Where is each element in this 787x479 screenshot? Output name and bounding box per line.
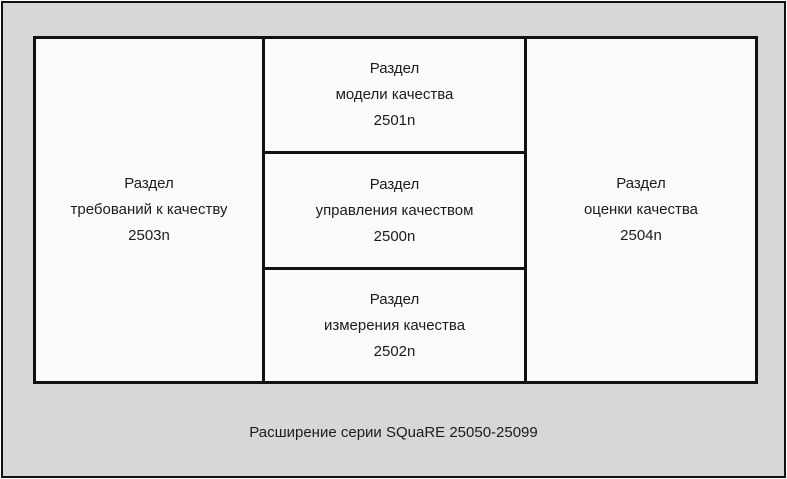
division-code: 2500n bbox=[373, 227, 416, 245]
division-name: оценки качества bbox=[583, 201, 699, 218]
quality-requirements-division: Раздел требований к качеству 2503n bbox=[36, 39, 265, 381]
division-code: 2503n bbox=[128, 227, 170, 244]
extension-series-label: Расширение серии SQuaRE 25050-25099 bbox=[249, 424, 538, 441]
division-name: измерения качества bbox=[323, 316, 466, 334]
division-title: Раздел bbox=[369, 175, 420, 193]
division-name: управления качеством bbox=[315, 201, 474, 219]
division-code: 2501n bbox=[373, 112, 416, 129]
division-title: Раздел bbox=[369, 290, 420, 308]
quality-measurement-division: Раздел измерения качества 2502n bbox=[265, 270, 524, 381]
division-code: 2504n bbox=[620, 227, 662, 244]
division-code: 2502n bbox=[373, 342, 416, 360]
division-name: требований к качеству bbox=[70, 201, 228, 218]
quality-evaluation-division: Раздел оценки качества 2504n bbox=[524, 39, 755, 381]
quality-management-division: Раздел управления качеством 2500n bbox=[265, 154, 524, 270]
division-title: Раздел bbox=[616, 175, 666, 192]
division-title: Раздел bbox=[369, 60, 420, 77]
division-title: Раздел bbox=[124, 175, 174, 192]
division-name: модели качества bbox=[335, 86, 454, 103]
quality-model-division: Раздел модели качества 2501n bbox=[265, 39, 524, 154]
square-divisions-box: Раздел требований к качеству 2503n Разде… bbox=[33, 36, 758, 384]
